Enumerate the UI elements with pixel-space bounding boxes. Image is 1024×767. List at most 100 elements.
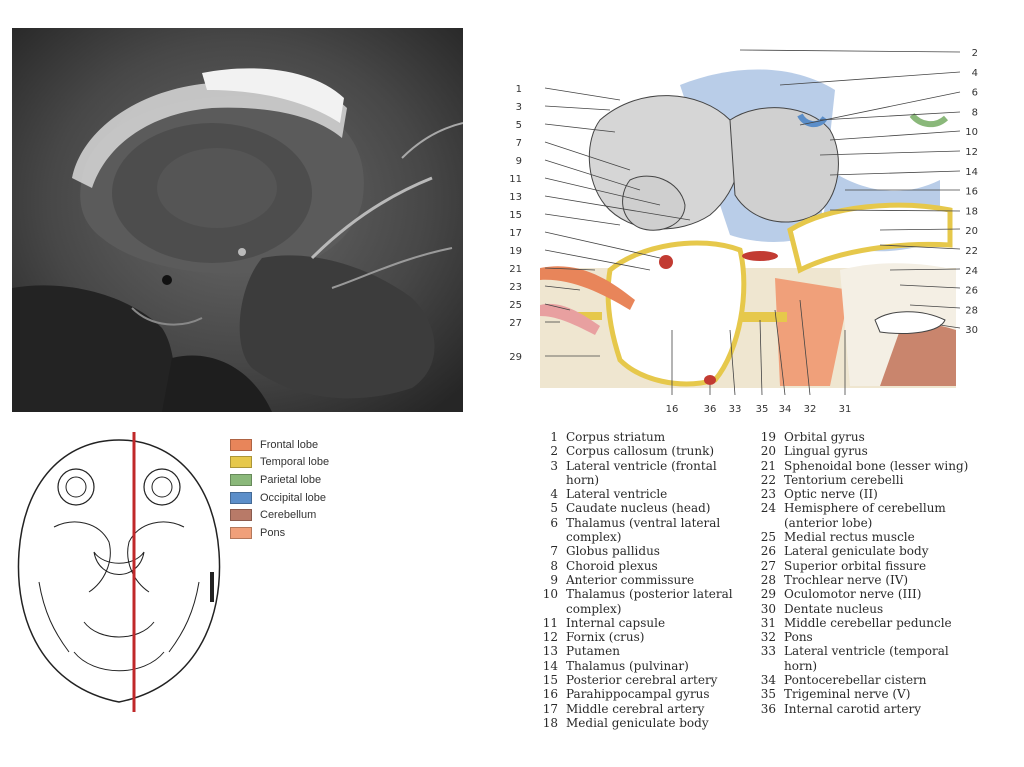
- key-text: Thalamus (ventral lateral complex): [566, 516, 743, 545]
- key-text: Lateral ventricle: [566, 487, 743, 501]
- legend-swatch: [230, 439, 252, 451]
- key-number: 19: [746, 430, 784, 444]
- key-text: Lingual gyrus: [784, 444, 974, 458]
- key-text: Putamen: [566, 644, 743, 658]
- diagram-label: 26: [965, 286, 978, 297]
- key-number: 18: [528, 716, 566, 730]
- key-text: Thalamus (posterior lateral complex): [566, 587, 743, 616]
- key-text: Superior orbital fissure: [784, 559, 974, 573]
- key-text: Fornix (crus): [566, 630, 743, 644]
- diagram-label: 35: [756, 404, 769, 415]
- legend-item: Occipital lobe: [230, 489, 370, 507]
- legend-swatch: [230, 492, 252, 504]
- key-text: Lateral geniculate body: [784, 544, 974, 558]
- key-text: Orbital gyrus: [784, 430, 974, 444]
- key-number: 28: [746, 573, 784, 587]
- diagram-label: 16: [965, 187, 978, 198]
- key-text: Tentorium cerebelli: [784, 473, 974, 487]
- key-number: 1: [528, 430, 566, 444]
- key-text: Dentate nucleus: [784, 602, 974, 616]
- key-text: Optic nerve (II): [784, 487, 974, 501]
- diagram-label: 7: [516, 138, 522, 149]
- key-text: Medial rectus muscle: [784, 530, 974, 544]
- key-text: Hemisphere of cerebellum (anterior lobe): [784, 501, 974, 530]
- key-number: 4: [528, 487, 566, 501]
- diagram-label: 11: [509, 174, 522, 185]
- key-number: 36: [746, 702, 784, 716]
- diagram-label: 12: [965, 147, 978, 158]
- diagram-label: 23: [509, 282, 522, 293]
- diagram-label: 15: [509, 210, 522, 221]
- key-number: 7: [528, 544, 566, 558]
- legend-item: Temporal lobe: [230, 454, 370, 472]
- key-number: 31: [746, 616, 784, 630]
- diagram-label: 8: [972, 107, 978, 118]
- key-number: 16: [528, 687, 566, 701]
- key-number: 26: [746, 544, 784, 558]
- diagram-label: 16: [666, 404, 679, 415]
- key-text: Middle cerebral artery: [566, 702, 743, 716]
- diagram-label: 10: [965, 127, 978, 138]
- diagram-label: 2: [972, 48, 978, 59]
- key-text: Corpus callosum (trunk): [566, 444, 743, 458]
- key-text: Middle cerebellar peduncle: [784, 616, 974, 630]
- key-number: 23: [746, 487, 784, 501]
- diagram-label: 3: [516, 102, 522, 113]
- key-number: 11: [528, 616, 566, 630]
- key-number: 14: [528, 659, 566, 673]
- key-number: 32: [746, 630, 784, 644]
- key-number: 12: [528, 630, 566, 644]
- key-text: Caudate nucleus (head): [566, 501, 743, 515]
- key-number: 27: [746, 559, 784, 573]
- diagram-label: 9: [516, 156, 522, 167]
- diagram-label: 18: [965, 206, 978, 217]
- diagram-label: 22: [965, 246, 978, 257]
- key-text: Pons: [784, 630, 974, 644]
- key-text: Sphenoidal bone (lesser wing): [784, 459, 974, 473]
- diagram-label: 25: [509, 300, 522, 311]
- key-number: 20: [746, 444, 784, 458]
- diagram-label: 1: [516, 84, 522, 95]
- legend-swatch: [230, 474, 252, 486]
- key-number: 34: [746, 673, 784, 687]
- key-text: Pontocerebellar cistern: [784, 673, 974, 687]
- diagram-label: 28: [965, 305, 978, 316]
- diagram-label: 36: [704, 404, 717, 415]
- key-number: 25: [746, 530, 784, 544]
- diagram-label: 21: [509, 264, 522, 275]
- key-text: Internal carotid artery: [784, 702, 974, 716]
- diagram-label: 24: [965, 266, 978, 277]
- key-number: 17: [528, 702, 566, 716]
- key-number: 13: [528, 644, 566, 658]
- key-number: 30: [746, 602, 784, 616]
- key-number: 24: [746, 501, 784, 530]
- key-text: Internal capsule: [566, 616, 743, 630]
- diagram-label: 31: [839, 404, 852, 415]
- key-number: 35: [746, 687, 784, 701]
- legend-swatch: [230, 456, 252, 468]
- diagram-label: 29: [509, 352, 522, 363]
- diagram-label: 27: [509, 318, 522, 329]
- key-text: Parahippocampal gyrus: [566, 687, 743, 701]
- legend-swatch: [230, 527, 252, 539]
- legend-label: Occipital lobe: [260, 492, 326, 504]
